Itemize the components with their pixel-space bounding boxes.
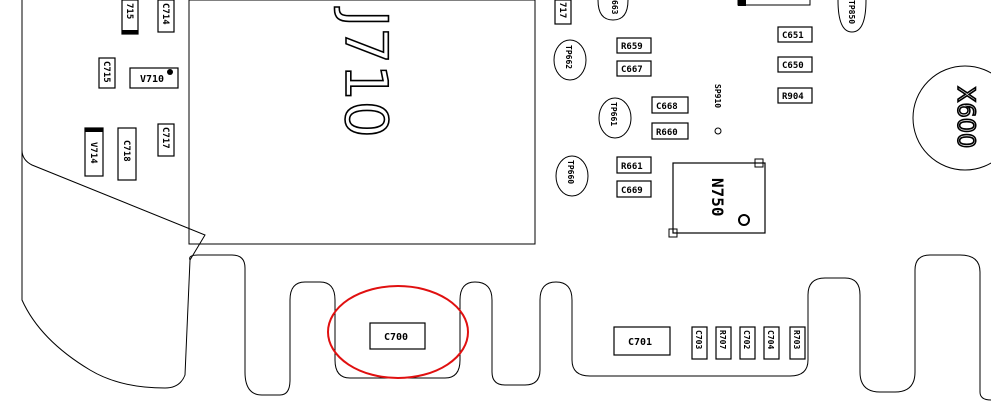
label-tp661: TP661: [609, 102, 618, 126]
label-n750: N750: [708, 178, 727, 217]
label-c702: C702: [742, 330, 751, 349]
label-x600: X600: [952, 86, 980, 148]
label-c650: C650: [782, 61, 804, 71]
label-r659: R659: [621, 42, 643, 52]
label-c668: C668: [656, 102, 678, 112]
label-r904: R904: [782, 92, 804, 102]
label-tp662: TP662: [564, 45, 573, 69]
label-sp910: SP910: [713, 84, 722, 108]
label-c715: C715: [101, 61, 111, 83]
highlight-circle: [327, 285, 469, 379]
label-tp850: TP850: [847, 0, 856, 24]
label-v717: 717: [557, 2, 567, 18]
connector-j710-outline: [188, 0, 536, 245]
label-c669: C669: [621, 186, 643, 196]
label-c714: C714: [160, 3, 170, 25]
label-r661: R661: [621, 162, 643, 172]
board-outline-left: [21, 0, 191, 389]
label-tp660: TP660: [566, 160, 575, 184]
label-c700: C700: [384, 332, 408, 343]
board-outline: [21, 0, 991, 401]
connector-j710-label: J710: [332, 7, 400, 138]
label-tp663: 663: [610, 0, 619, 15]
label-r660: R660: [656, 128, 678, 138]
label-c651: C651: [782, 31, 804, 41]
label-r707: R707: [718, 330, 727, 349]
label-c717: C717: [160, 127, 170, 149]
label-c701: C701: [628, 337, 652, 348]
label-v715: 715: [124, 3, 134, 19]
label-c667: C667: [621, 65, 643, 75]
label-c718: C718: [121, 140, 131, 162]
label-c703: C703: [694, 330, 703, 349]
label-r703: R703: [792, 330, 801, 349]
label-v710: V710: [140, 74, 164, 85]
label-v714: V714: [88, 142, 98, 164]
label-c704: C704: [766, 330, 775, 349]
